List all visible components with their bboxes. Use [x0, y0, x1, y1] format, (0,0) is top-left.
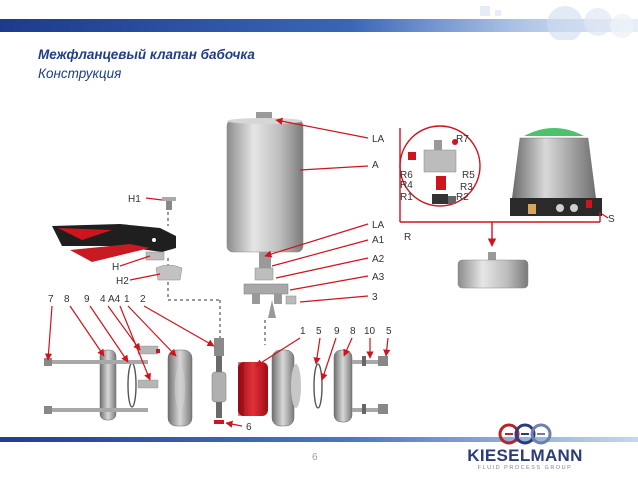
control-head [510, 128, 602, 216]
label-part-9-right: 9 [334, 326, 340, 337]
label-part-8-left: 8 [64, 294, 70, 305]
red-connector-lines [399, 128, 601, 247]
label-part-5-right: 5 [386, 326, 392, 337]
label-part-6: 6 [246, 422, 252, 433]
label-R4: R4 [400, 180, 413, 191]
label-part-9-left: 9 [84, 294, 90, 305]
label-R: R [404, 232, 411, 243]
diagram-labels: LA A LA A1 A2 A3 3 H1 H H2 R7 R6 R5 R4 R… [48, 134, 615, 433]
label-part-5-left: 5 [316, 326, 322, 337]
label-part-10: 10 [364, 326, 376, 337]
left-bolts [44, 345, 160, 414]
left-flange-group [99, 349, 193, 427]
adapter-bracket [243, 267, 297, 318]
label-H1: H1 [128, 194, 141, 205]
label-part-7: 7 [48, 294, 54, 305]
logo-text: KIESELMANN [467, 446, 583, 465]
label-R2: R2 [456, 192, 469, 203]
page-title: Межфланцевый клапан бабочка [38, 47, 255, 62]
actuator-cylinder [226, 112, 304, 268]
manual-handle [52, 197, 183, 281]
label-R3: R3 [460, 182, 473, 193]
logo-mark-icon [498, 423, 552, 445]
valve-shaft-disc [211, 338, 227, 424]
label-R6: R6 [400, 170, 413, 181]
kieselmann-logo: KIESELMANN FLUID PROCESS GROUP [466, 422, 584, 474]
right-bolts [352, 356, 388, 414]
label-A3: A3 [372, 272, 385, 283]
logo-subtext: FLUID PROCESS GROUP [477, 465, 573, 471]
footer-bar [0, 437, 638, 442]
position-indicator [399, 125, 481, 207]
label-A-top: A [372, 160, 379, 171]
page-subtitle: Конструкция [38, 66, 122, 81]
label-leader-lines [44, 117, 609, 428]
label-H2: H2 [116, 276, 129, 287]
label-R1: R1 [400, 192, 413, 203]
page-number: 6 [312, 452, 318, 463]
label-part-A4: A4 [108, 294, 121, 305]
right-flange-group [271, 349, 353, 427]
label-part-1-left: 1 [124, 294, 130, 305]
label-A2: A2 [372, 254, 385, 265]
label-R5: R5 [462, 170, 475, 181]
label-part-2: 2 [140, 294, 146, 305]
label-part-4: 4 [100, 294, 106, 305]
label-LA-top: LA [372, 134, 385, 145]
label-LA-mid: LA [372, 220, 385, 231]
label-part-1-right: 1 [300, 326, 306, 337]
label-A1: A1 [372, 235, 385, 246]
label-S: S [608, 214, 615, 225]
label-3: 3 [372, 292, 378, 303]
actuator-cylinder-small [457, 252, 529, 289]
header-bar [0, 6, 638, 40]
label-part-8-right: 8 [350, 326, 356, 337]
label-H: H [112, 262, 119, 273]
valve-seal-housing [238, 362, 268, 416]
label-R7: R7 [456, 134, 469, 145]
